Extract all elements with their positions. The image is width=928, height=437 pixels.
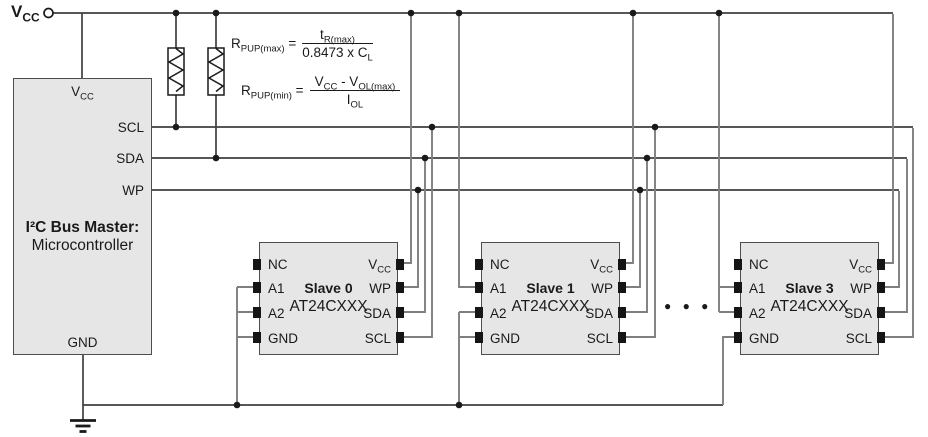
slave-3-block: NC A1 A2 GND VCC WP SDA SCL Slave 3 AT24… [734,242,885,355]
slave-0-pin-label-vcc: VCC [368,257,391,276]
slave-1-pin-scl [618,332,626,343]
rpup-max-lhs: RPUP(max) = [231,36,297,55]
rpup-max-numerator: tR(max) [302,27,373,45]
rpup-max-denominator: 0.8473 x CL [302,45,373,64]
slave-1-block: NC A1 A2 GND VCC WP SDA SCL Slave 1 AT24… [475,242,626,355]
slave-0-part-number: AT24CXXX [289,298,368,315]
rpup-max-fraction: tR(max) 0.8473 x CL [302,27,373,64]
slave-3-pin-label-a2: A2 [749,306,766,321]
rpup-min-lhs: RPUP(min) = [241,83,304,102]
slave-0-left-wires [236,286,253,405]
slave-1-pin-a1 [475,282,483,293]
slave-3-pin-label-sda: SDA [844,306,872,321]
master-title-line1: I²C Bus Master: [25,219,140,236]
slave-3-part-number: AT24CXXX [770,298,849,315]
rpup-min-fraction: VCC - VOL(max) IOL [309,74,401,111]
slave-1-pin-nc [475,259,483,270]
slave-0-pin-a1 [253,282,261,293]
slave-0-name: Slave 0 [304,280,353,296]
slave-1-pin-gnd [475,332,483,343]
slave-3-pin-vcc [877,259,885,270]
slave-1-pin-wp [618,282,626,293]
slave-3-pin-label-scl: SCL [845,331,872,346]
slave-1-pin-vcc [618,259,626,270]
vcc-supply-label: VCC [11,2,40,25]
master-pin-label-wp: WP [122,183,144,198]
slave-3-pin-a2 [734,307,742,318]
slave-1-part-number: AT24CXXX [511,298,590,315]
slave-0-pin-label-wp: WP [369,281,391,296]
slave-0-pin-a2 [253,307,261,318]
slave-1-name: Slave 1 [526,280,575,296]
junction-dots [172,9,723,409]
slave-3-right-wires [885,14,914,338]
slave-3-pin-gnd [734,332,742,343]
slave-3-name: Slave 3 [785,280,834,296]
vcc-terminal [43,7,54,19]
slave-0-pin-vcc [396,259,404,270]
slave-1-pin-label-scl: SCL [586,331,613,346]
slave-3-pin-sda [877,307,885,318]
slave-0-pin-label-a1: A1 [268,281,285,296]
more-slaves-ellipsis: ● ● ● [664,299,713,313]
slave-0-pin-label-a2: A2 [268,306,285,321]
slave-0-pin-sda [396,307,404,318]
master-block: VCC SCL SDA WP I²C Bus Master: Microcont… [13,78,152,355]
slave-1-pin-label-gnd: GND [490,331,520,346]
rpup-min-numerator: VCC - VOL(max) [309,74,401,92]
slave-3-pin-nc [734,259,742,270]
slave-0-pin-nc [253,259,261,270]
slave-0-pin-scl [396,332,404,343]
master-pin-label-vcc: VCC [71,84,94,103]
slave-3-pin-label-vcc: VCC [849,257,872,276]
slave-3-pin-label-nc: NC [749,257,769,272]
rpup-min-formula: RPUP(min) = VCC - VOL(max) IOL [241,74,401,111]
slave-1-pin-label-nc: NC [490,257,510,272]
slave-3-pin-scl [877,332,885,343]
slave-0-pin-label-scl: SCL [364,331,391,346]
slave-1-pin-sda [618,307,626,318]
slave-3-pin-wp [877,282,885,293]
slave-0-pin-label-gnd: GND [268,331,298,346]
slave-3-pin-label-a1: A1 [749,281,766,296]
rpup-min-denominator: IOL [346,92,364,111]
slave-0-block: NC A1 A2 GND VCC WP SDA SCL Slave 0 AT24… [253,242,404,355]
slave-1-pin-label-vcc: VCC [590,257,613,276]
slave-3-pin-a1 [734,282,742,293]
slave-1-pin-label-a2: A2 [490,306,507,321]
slave-1-pin-label-a1: A1 [490,281,507,296]
slave-1-left-wires [458,14,475,405]
slave-0-pin-gnd [253,332,261,343]
ground-symbol [70,419,96,433]
slave-0-pin-label-sda: SDA [363,306,391,321]
slave-0-pin-wp [396,282,404,293]
slave-1-right-wires [626,14,656,338]
master-pin-label-gnd: GND [67,335,98,350]
slave-1-pin-label-wp: WP [591,281,613,296]
rpup-max-formula: RPUP(max) = tR(max) 0.8473 x CL [231,27,373,64]
master-pin-label-sda: SDA [116,151,144,166]
slave-0-right-wires [404,14,433,338]
slave-3-pin-label-gnd: GND [749,331,779,346]
master-pin-label-scl: SCL [117,120,144,135]
rpup-min-resistor [207,47,225,96]
slave-3-pin-label-wp: WP [850,281,872,296]
slave-0-pin-label-nc: NC [268,257,288,272]
slave-1-pin-label-sda: SDA [585,306,613,321]
slave-3-left-wires [718,14,734,405]
rpup-max-resistor [167,47,185,96]
master-title-line2: Microcontroller [31,237,134,254]
slave-1-pin-a2 [475,307,483,318]
